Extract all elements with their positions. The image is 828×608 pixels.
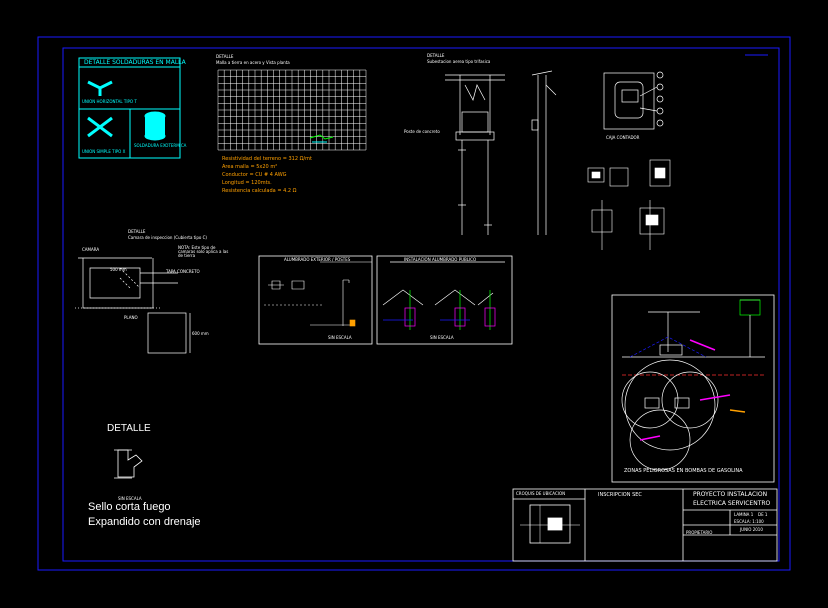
pole-detail-subtitle: Subestacion aerea tipo trifasica — [427, 59, 491, 64]
panel-a-graphic — [264, 261, 372, 327]
pole-label: Poste de concreto — [404, 129, 440, 134]
tb-location-label: CROQUIS DE UBICACION — [516, 491, 566, 496]
panel-b-graphic — [382, 261, 505, 330]
detalle-fitting-graphic — [114, 449, 143, 479]
excavation-dim-1: 500 mm — [110, 267, 127, 272]
tb-sheet-of: DE 1 — [758, 512, 768, 517]
pole-detail-title: DETALLE — [427, 53, 445, 58]
hazard-panel-graphic — [621, 299, 765, 471]
outer-border — [37, 36, 791, 571]
panel-b-title: INSTALACION ALUMBRADO PUBLICO — [404, 257, 477, 262]
tb-scale-label: ESCALA: 1:100 — [734, 519, 764, 524]
panel-a-title: ALUMBRADO EXTERIOR / POSTES — [284, 257, 351, 262]
grid-detail-subtitle: Malla a tierra en acero y Vista planta — [216, 60, 290, 65]
tb-project-line-1: PROYECTO INSTALACION — [693, 491, 768, 498]
fittings-graphic — [587, 159, 671, 250]
inspection-chamber-graphic — [75, 257, 191, 354]
grid-spec-4: Longitud = 120mts. — [222, 180, 272, 186]
detalle-title: DETALLE — [107, 423, 151, 434]
excavation-cover-label: TAPA CONCRETO — [166, 269, 200, 274]
hazard-panel-frame — [611, 294, 775, 483]
legend-label-x-union: UNION SIMPLE TIPO X — [82, 149, 126, 154]
legend-label-exothermic: SOLDADURA EXOTERMICA — [134, 143, 187, 148]
tb-owner-label: PROPIETARIO — [686, 530, 713, 535]
meter-cabinet-graphic — [603, 71, 664, 130]
ground-grid-graphic — [217, 69, 367, 151]
legend-box-graphic — [78, 57, 181, 159]
panel-b-frame — [376, 255, 513, 345]
tb-sec-label: INSCRIPCION SEC — [598, 492, 642, 498]
hazard-caption: ZONAS PELIGROSAS EN BOMBAS DE GASOLINA — [624, 468, 743, 474]
detalle-small-label: SIN ESCALA — [118, 496, 142, 501]
excavation-dim-2: 600 mm — [192, 331, 209, 336]
legend-title: DETALLE SOLDADURAS EN MALLA — [84, 59, 186, 66]
grid-spec-5: Resistencia calculada = 4.2 Ω — [222, 188, 297, 194]
detalle-line-1: Sello corta fuego — [88, 501, 171, 513]
panel-a-caption: SIN ESCALA — [328, 335, 352, 340]
grid-spec-2: Area malla = 5x20 m² — [222, 164, 278, 170]
grid-detail-title: DETALLE — [216, 54, 234, 59]
grid-spec-3: Conductor = CU # 4 AWG — [222, 172, 287, 178]
excavation-camera-label: CAMARA — [82, 247, 100, 252]
grid-green-connection — [309, 134, 334, 140]
cabinet-label: CAJA CONTADOR — [606, 135, 640, 140]
inner-border — [62, 47, 780, 562]
detalle-line-2: Expandido con drenaje — [88, 516, 201, 528]
grid-spec-1: Resistividad del terreno = 312 Ω/mt — [222, 156, 312, 162]
tb-project-line-2: ELECTRICA SERVICENTRO — [693, 500, 771, 507]
excavation-subtitle: Camara de inspeccion (Cubierta tipo C) — [128, 235, 207, 240]
panel-b-caption: SIN ESCALA — [430, 335, 454, 340]
excavation-plan-label: PLANO — [124, 315, 138, 320]
excavation-title: DETALLE — [128, 229, 146, 234]
excavation-note: NOTA: Este tipo de camaras solo aplica a… — [178, 245, 229, 258]
tb-sheet-label: LAMINA 1 — [734, 512, 754, 517]
pole-substation-graphic — [445, 70, 557, 235]
tb-date-label: JUNIO 2010 — [740, 527, 763, 532]
legend-label-t-union: UNION HORIZONTAL TIPO T — [82, 99, 137, 104]
title-block-graphic — [512, 488, 778, 562]
panel-a-frame — [258, 255, 373, 345]
